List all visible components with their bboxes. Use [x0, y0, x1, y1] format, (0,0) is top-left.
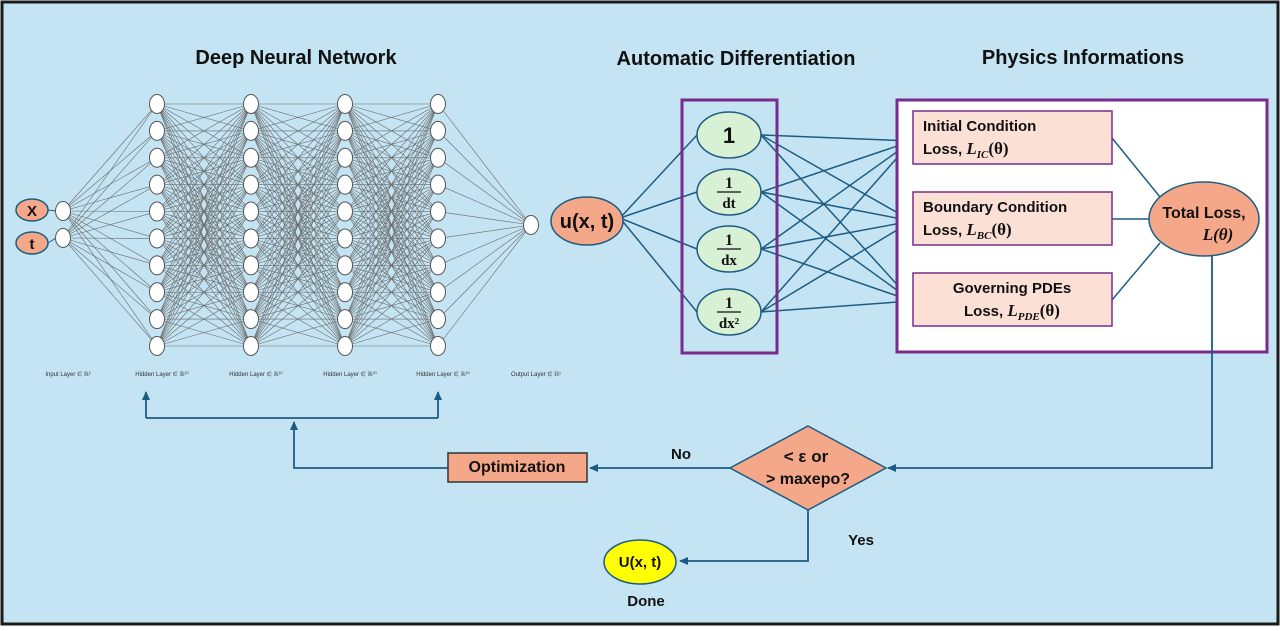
- hidden-neuron: [244, 283, 259, 302]
- result-label: U(x, t): [619, 554, 662, 571]
- total-loss-math: L(θ): [1202, 225, 1234, 244]
- hidden-neuron: [338, 148, 353, 167]
- decision-line2: > maxepo?: [766, 471, 850, 488]
- hidden-neuron: [150, 256, 165, 275]
- input-t-label: t: [30, 236, 35, 253]
- hidden-neuron: [150, 283, 165, 302]
- hidden-neuron: [431, 175, 446, 194]
- hidden-neuron: [244, 229, 259, 248]
- autodiff-title: Automatic Differentiation: [617, 48, 856, 70]
- layer-label: Hidden Layer ∈ ℝ¹⁰: [135, 371, 189, 378]
- derivative-node: 1 dx: [697, 226, 761, 272]
- hidden-neuron: [338, 256, 353, 275]
- hidden-neuron: [150, 175, 165, 194]
- hidden-neuron: [244, 175, 259, 194]
- derivative-node: 1: [697, 112, 761, 158]
- hidden-neuron: [244, 121, 259, 140]
- hidden-neuron: [338, 337, 353, 356]
- loss-title: Boundary Condition: [923, 199, 1067, 216]
- layer-label: Input Layer ∈ ℝ²: [45, 371, 90, 378]
- hidden-neuron: [150, 95, 165, 114]
- yes-label: Yes: [848, 532, 874, 549]
- layer-label: Hidden Layer ∈ ℝ¹⁰: [323, 371, 377, 378]
- derivative-denominator: dt: [722, 196, 735, 212]
- hidden-neuron: [244, 202, 259, 221]
- loss-formula: Loss, LIC(θ): [923, 139, 1009, 161]
- hidden-neuron: [338, 121, 353, 140]
- decision-line1: < ε or: [784, 447, 829, 466]
- derivative-numerator: 1: [725, 295, 733, 312]
- physics-title: Physics Informations: [982, 47, 1184, 69]
- hidden-neuron: [431, 310, 446, 329]
- loss-formula: Loss, LBC(θ): [923, 220, 1012, 242]
- hidden-neuron: [338, 202, 353, 221]
- derivative-node: 1 dx²: [697, 289, 761, 335]
- loss-title: Initial Condition: [923, 118, 1036, 135]
- hidden-neuron: [338, 95, 353, 114]
- hidden-neuron: [244, 148, 259, 167]
- hidden-neuron: [431, 121, 446, 140]
- dnn-title: Deep Neural Network: [195, 47, 397, 69]
- hidden-neuron: [431, 148, 446, 167]
- no-label: No: [671, 446, 691, 463]
- output-node-label: u(x, t): [560, 211, 614, 233]
- layer-label: Output Layer ∈ ℝ¹: [511, 371, 561, 378]
- derivative-node: 1 dt: [697, 169, 761, 215]
- hidden-neuron: [150, 337, 165, 356]
- layer-label: Hidden Layer ∈ ℝ¹⁰: [416, 371, 470, 378]
- hidden-neuron: [338, 310, 353, 329]
- input-t-node: t: [16, 232, 48, 254]
- hidden-neuron: [150, 121, 165, 140]
- loss-title: Governing PDEs: [953, 280, 1071, 297]
- derivative-denominator: dx: [721, 253, 737, 269]
- hidden-neuron: [150, 310, 165, 329]
- hidden-neuron: [150, 229, 165, 248]
- output-neuron: [524, 216, 539, 235]
- derivative-value: 1: [723, 123, 735, 148]
- hidden-neuron: [431, 202, 446, 221]
- input-x-label: X: [27, 203, 37, 220]
- input-neuron: [56, 229, 71, 248]
- hidden-neuron: [338, 175, 353, 194]
- layer-label: Hidden Layer ∈ ℝ¹⁰: [229, 371, 283, 378]
- derivative-denominator: dx²: [719, 316, 740, 332]
- hidden-neuron: [150, 148, 165, 167]
- hidden-neuron: [244, 310, 259, 329]
- hidden-neuron: [338, 229, 353, 248]
- done-label: Done: [627, 593, 665, 610]
- derivative-numerator: 1: [725, 232, 733, 249]
- hidden-neuron: [244, 95, 259, 114]
- loss-formula: Loss, LPDE(θ): [964, 301, 1060, 323]
- input-x-node: X: [16, 199, 48, 221]
- derivative-numerator: 1: [725, 175, 733, 192]
- hidden-neuron: [431, 256, 446, 275]
- hidden-neuron: [431, 337, 446, 356]
- hidden-neuron: [244, 256, 259, 275]
- hidden-neuron: [150, 202, 165, 221]
- input-neuron: [56, 202, 71, 221]
- hidden-neuron: [431, 283, 446, 302]
- hidden-neuron: [431, 95, 446, 114]
- optimization-label: Optimization: [469, 459, 566, 476]
- hidden-neuron: [431, 229, 446, 248]
- total-loss-label: Total Loss,: [1162, 205, 1245, 222]
- hidden-neuron: [244, 337, 259, 356]
- hidden-neuron: [338, 283, 353, 302]
